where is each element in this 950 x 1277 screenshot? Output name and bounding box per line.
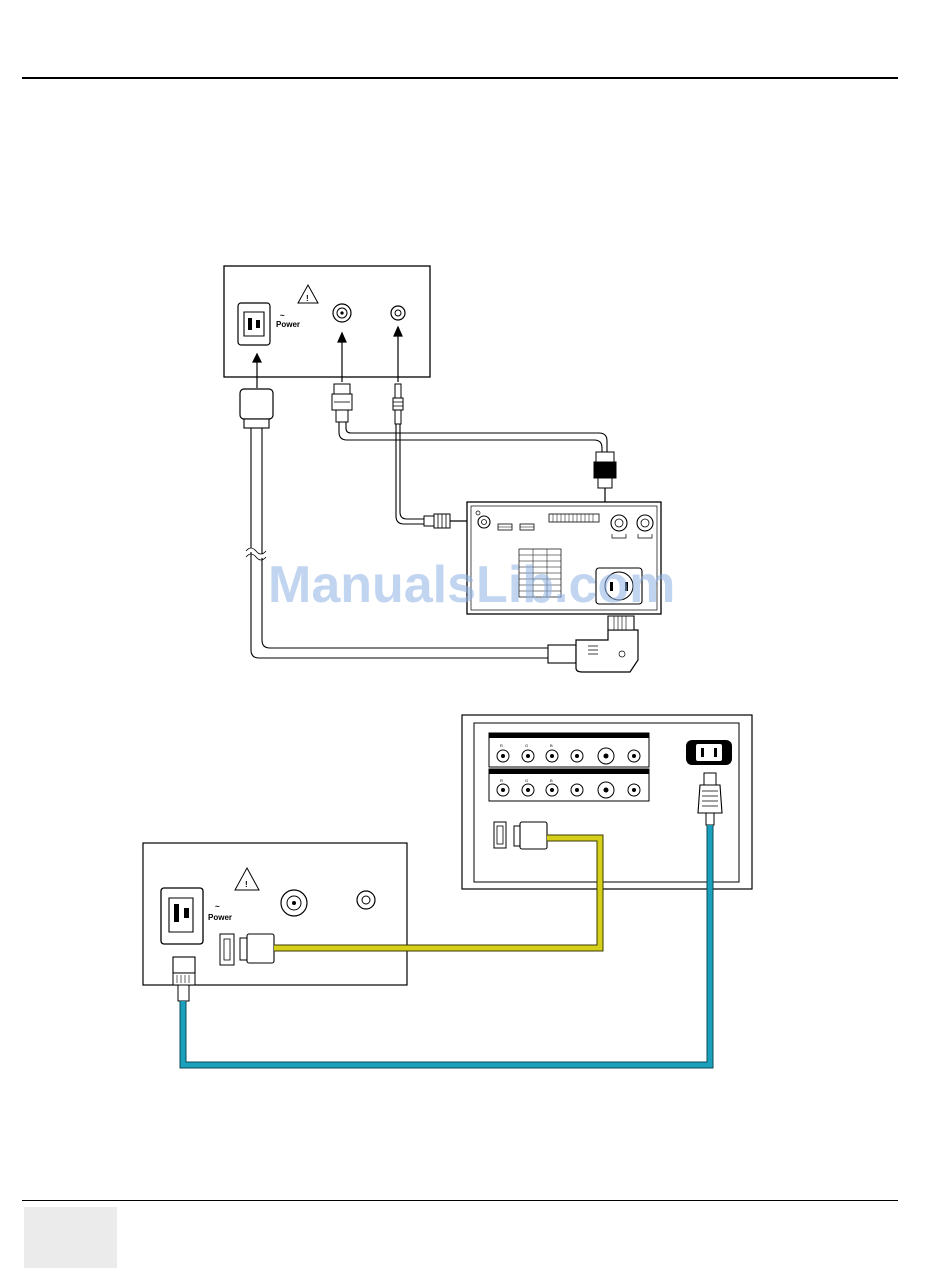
svg-text:R: R: [500, 778, 503, 783]
power-plug-bottom: [173, 957, 195, 1001]
angled-power-plug: [548, 616, 638, 672]
mini-jack-plug-top: [393, 384, 403, 424]
svg-text:R: R: [500, 743, 503, 748]
svg-text:!: !: [245, 880, 248, 889]
usb-plug-monitor: [514, 822, 547, 849]
svg-text:G: G: [525, 778, 528, 783]
jack-connector-icon: [391, 306, 405, 320]
svg-text:!: !: [306, 294, 309, 303]
jack-connector-bottom-icon: [357, 891, 375, 909]
tilde-symbol-top: ~: [280, 311, 285, 320]
page-number-tab: [24, 1207, 117, 1268]
footer-rule: [22, 1200, 898, 1201]
bnc-plug-top: [332, 384, 352, 422]
power-plug-top: [240, 389, 273, 428]
bnc-plug-recorder: [594, 452, 616, 510]
rgb-input-row-2: R G B: [489, 769, 649, 801]
watermark: ManualsLib.com: [268, 555, 675, 615]
usb-plug-bottom: [240, 934, 274, 963]
power-label-top: Power: [276, 320, 300, 329]
power-label-bottom: Power: [208, 913, 232, 922]
rgb-input-row-1: R G B: [489, 733, 649, 767]
ac-inlet-bottom: [161, 888, 203, 944]
ac-inlet-monitor: [686, 740, 732, 765]
svg-text:B: B: [550, 778, 553, 783]
bnc-connector-icon: [333, 304, 351, 322]
bnc-cable-top: [339, 422, 607, 452]
svg-text:G: G: [525, 743, 528, 748]
jack-cable-top: [396, 424, 424, 524]
bnc-connector-bottom-icon: [281, 890, 307, 916]
svg-text:B: B: [550, 743, 553, 748]
tilde-symbol-bottom: ~: [215, 902, 220, 911]
ac-inlet-top: [238, 303, 270, 345]
